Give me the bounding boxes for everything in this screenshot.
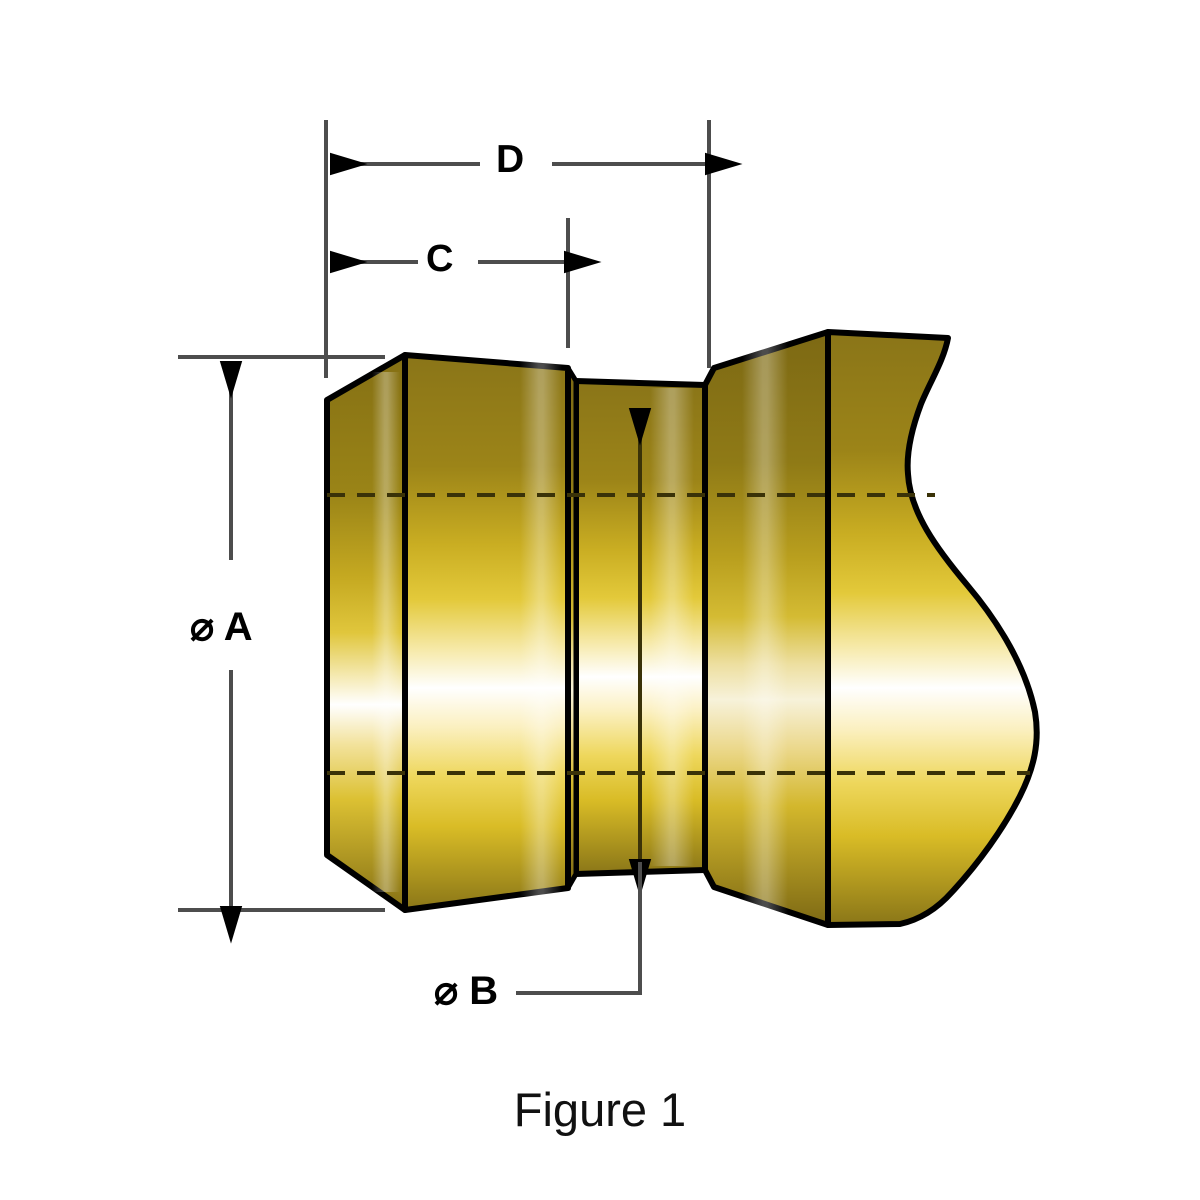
dimension-D bbox=[324, 120, 743, 378]
main-band-highlight bbox=[520, 362, 562, 896]
rear-taper-highlight bbox=[742, 340, 788, 918]
dimension-A bbox=[178, 355, 385, 944]
part-body bbox=[324, 329, 1040, 928]
dimension-A-label: ⌀ A bbox=[190, 605, 253, 649]
groove-highlight bbox=[650, 388, 694, 866]
figure-caption: Figure 1 bbox=[513, 1083, 687, 1136]
dimension-C-label: C bbox=[426, 238, 454, 280]
dimension-B bbox=[516, 407, 652, 995]
dimension-D-label: D bbox=[496, 138, 525, 181]
dimension-C bbox=[329, 218, 602, 348]
ogive-nose bbox=[825, 329, 1040, 928]
dimension-B-label: ⌀ B bbox=[434, 969, 499, 1013]
dimension-B-leader bbox=[516, 862, 642, 995]
front-chamfer-highlight bbox=[372, 372, 400, 892]
